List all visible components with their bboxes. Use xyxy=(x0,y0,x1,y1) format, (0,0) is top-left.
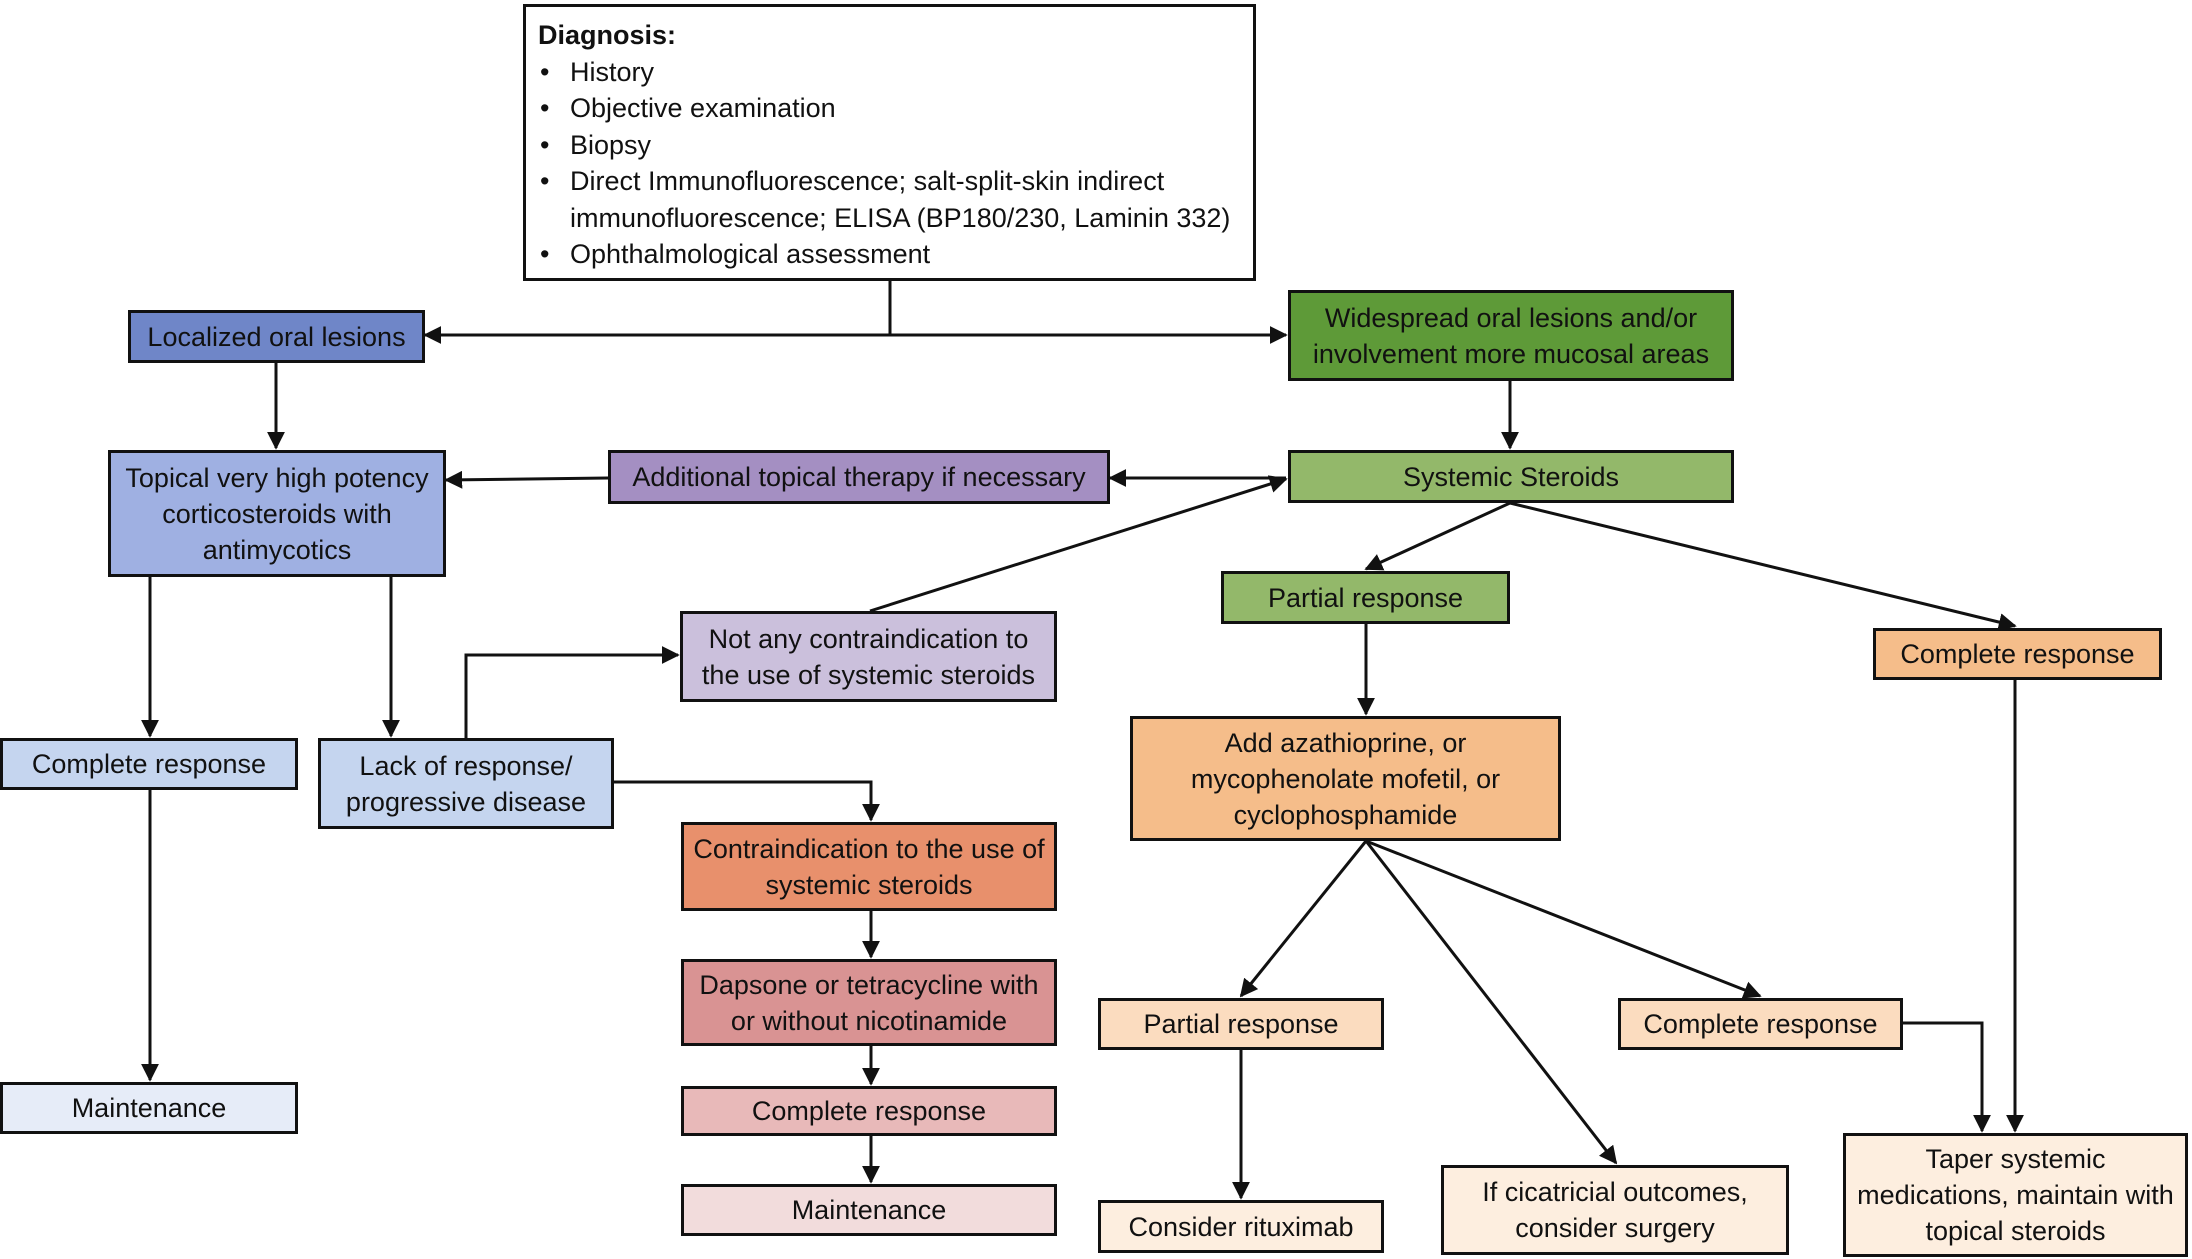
diagnosis-item: History xyxy=(540,54,1241,91)
diagnosis-item: Biopsy xyxy=(540,127,1241,164)
node-complete-response-left: Complete response xyxy=(0,738,298,790)
node-topical-corticosteroids: Topical very high potency corticosteroid… xyxy=(108,450,446,577)
node-additional-topical-therapy: Additional topical therapy if necessary xyxy=(608,450,1110,504)
edge-additional-topical xyxy=(444,470,609,489)
node-partial-response-2: Partial response xyxy=(1098,998,1384,1050)
node-dapsone: Dapsone or tetracycline with or without … xyxy=(681,959,1057,1046)
diagnosis-list: History Objective examination Biopsy Dir… xyxy=(538,54,1241,273)
edge-add-complete3 xyxy=(1365,839,1762,999)
node-partial-response-1: Partial response xyxy=(1221,571,1510,624)
diagnosis-item: Ophthalmological assessment xyxy=(540,236,1241,273)
edge-add-surgery xyxy=(1364,840,1618,1165)
edge-lack-contra xyxy=(614,780,880,822)
node-taper-systemic: Taper systemic medications, maintain wit… xyxy=(1843,1133,2188,1257)
diagnosis-item: Objective examination xyxy=(540,90,1241,127)
node-add-azathioprine: Add azathioprine, or mycophenolate mofet… xyxy=(1130,716,1561,841)
node-maintenance-mid: Maintenance xyxy=(681,1184,1057,1236)
node-localized-oral-lesions: Localized oral lesions xyxy=(128,310,425,363)
node-not-contraindication: Not any contraindication to the use of s… xyxy=(680,611,1057,702)
node-contraindication: Contraindication to the use of systemic … xyxy=(681,822,1057,911)
edge-notcontra-systemic xyxy=(869,475,1288,613)
node-systemic-steroids: Systemic Steroids xyxy=(1288,450,1734,503)
edge-add-partial2 xyxy=(1239,840,1368,998)
edge-systemic-partial xyxy=(1364,501,1511,571)
edge-complete3-taper xyxy=(1903,1021,1991,1133)
node-complete-response-3: Complete response xyxy=(1618,998,1903,1050)
edge-lack-notcontra xyxy=(464,646,680,738)
node-lack-of-response: Lack of response/ progressive disease xyxy=(318,738,614,829)
diagnosis-box: Diagnosis: History Objective examination… xyxy=(523,4,1256,281)
node-complete-response-right: Complete response xyxy=(1873,628,2162,680)
node-complete-response-mid: Complete response xyxy=(681,1086,1057,1136)
node-widespread-oral-lesions: Widespread oral lesions and/or involveme… xyxy=(1288,290,1734,381)
node-maintenance-left: Maintenance xyxy=(0,1082,298,1134)
node-consider-surgery: If cicatricial outcomes, consider surger… xyxy=(1441,1165,1789,1255)
diagnosis-item: Direct Immunofluorescence; salt-split-sk… xyxy=(540,163,1241,236)
edge-systemic-complete xyxy=(1509,501,2017,631)
node-consider-rituximab: Consider rituximab xyxy=(1098,1200,1384,1253)
diagnosis-title: Diagnosis: xyxy=(538,20,677,50)
